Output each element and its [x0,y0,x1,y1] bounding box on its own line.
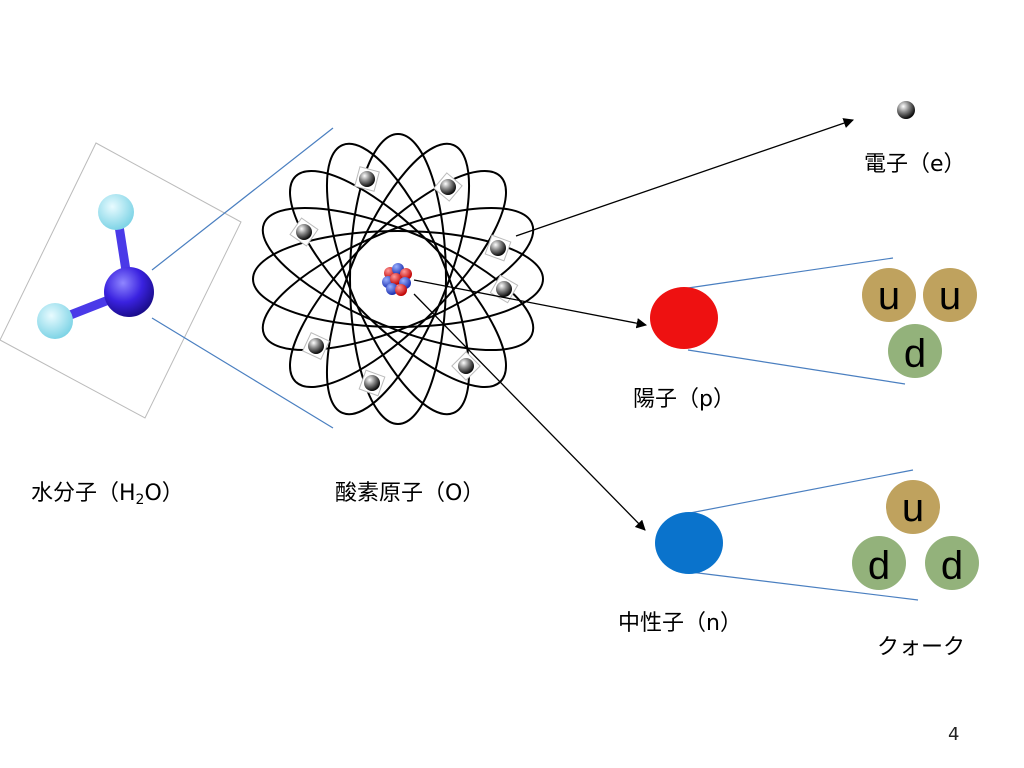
nucleus [382,263,412,296]
orbit [325,142,471,416]
proton-zoom-line-lower [687,349,906,385]
neutron-zoom-line-upper [689,469,914,514]
quark-d [852,536,906,590]
quark-label: u [878,274,900,318]
electron [451,351,481,381]
nucleon [386,283,398,295]
electron [358,369,386,397]
electron [289,217,319,247]
quark-d [925,536,979,590]
neutron-quarks: u d d [852,480,979,590]
quark-label: u [902,486,924,530]
orbit [261,206,535,352]
orbit [349,133,447,425]
orbit [325,142,471,416]
hydrogen-atom-top [98,194,134,230]
arrow-to-proton [413,279,648,329]
water-label-subscript: 2 [135,492,145,508]
electron [484,234,512,262]
orbit [252,230,544,328]
proton-zoom-line-upper [687,257,894,289]
neutron-zoom-line-lower [689,571,919,601]
oxygen-atom-label: 酸素原子（O） [335,481,485,506]
arrow-to-neutron [413,293,646,531]
quark-u [886,480,940,534]
quark-label: d [941,544,963,588]
quark-u [862,268,916,322]
water-label-suffix: O） [144,481,184,506]
water-molecule-label: 水分子（H2O） [31,481,184,508]
orbit [261,206,535,352]
electron-particle [897,101,915,119]
electron-label: 電子（e） [864,152,966,177]
electron [302,332,330,360]
nucleon [400,268,412,280]
quark-label: d [868,544,890,588]
oxygen-atom-model [252,133,544,425]
proton-particle [650,287,718,349]
zoom-line-lower [151,317,334,429]
electron [433,172,463,202]
zoom-line-upper [151,127,334,271]
water-label-prefix: 水分子（H [31,481,136,506]
arrow-to-electron [515,118,854,237]
nucleon [395,284,407,296]
neutron-particle [655,512,723,574]
neutron-label: 中性子（n） [618,611,742,636]
oxygen-atom-ball [104,267,154,317]
quark-label-text: クォーク [877,635,966,660]
proton-label: 陽子（p） [633,387,735,412]
quark-label: d [904,332,926,376]
quark-label: u [939,274,961,318]
nucleon [390,273,402,285]
hydrogen-atom-left [37,303,73,339]
electron [354,166,380,192]
page-number: 4 [948,724,960,745]
water-molecule [0,142,242,419]
quark-d [888,324,942,378]
atom-electrons [289,166,519,397]
quark-u [923,268,977,322]
proton-quarks: u u d [862,268,977,378]
